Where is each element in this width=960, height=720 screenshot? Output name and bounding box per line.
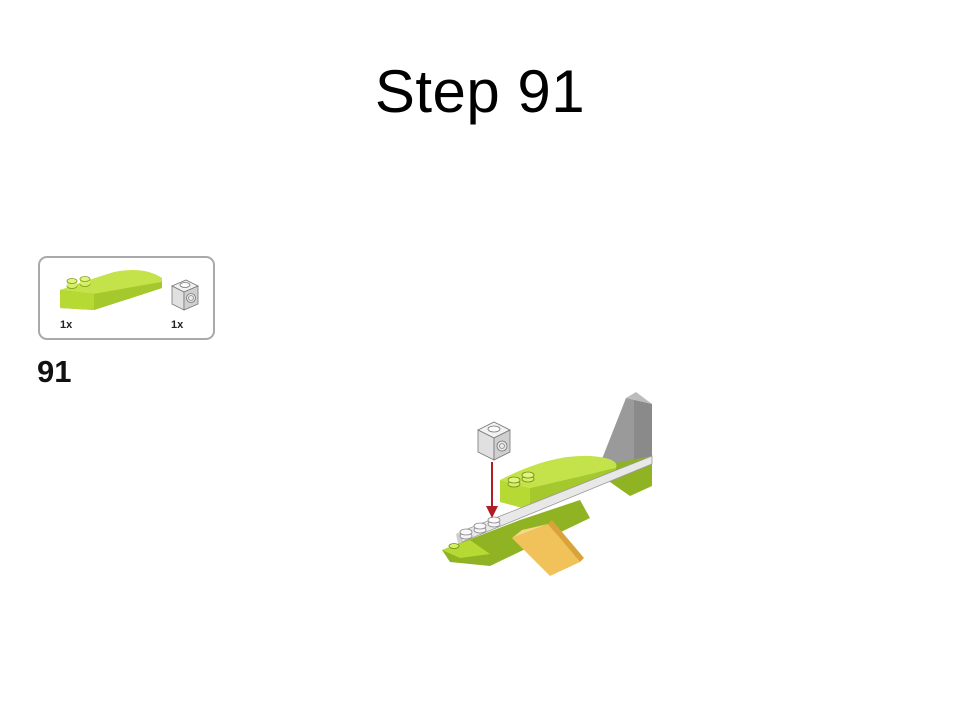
page-title: Step 91 [374, 58, 586, 125]
curved-slope-part-image [60, 270, 162, 310]
side-stud-brick-part-image [171, 279, 199, 311]
assembly-illustration [442, 392, 653, 576]
step-number: 91 [37, 354, 72, 389]
parts-list-panel: 1x 1x [38, 256, 215, 340]
part-quantity: 1x [60, 319, 73, 331]
part-quantity: 1x [171, 319, 184, 331]
